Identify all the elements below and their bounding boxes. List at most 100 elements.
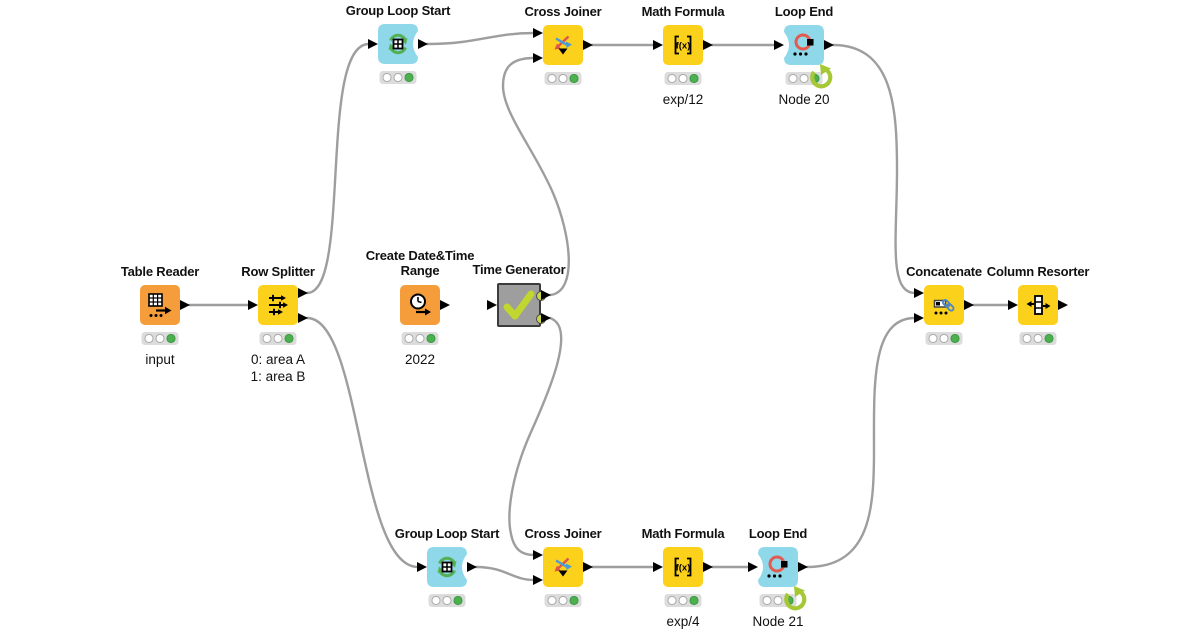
node-table-reader[interactable]: Table Reader input [121,264,199,367]
output-port-top[interactable] [541,289,551,300]
node-label: Cross Joiner [524,526,602,541]
status-traffic-light [428,594,466,607]
node-label: Table Reader [120,264,200,279]
connection-wire[interactable] [305,316,420,569]
status-light-red [1022,334,1032,343]
output-port[interactable] [440,299,450,310]
group-loop-icon [385,31,411,57]
node-annotation: 2022 [404,352,436,367]
connection-wire[interactable] [501,56,570,297]
output-port[interactable] [703,39,713,50]
output-port-bottom[interactable] [541,312,551,323]
node-annotation: 0: area A 1: area B [250,352,306,384]
node-column-resorter[interactable]: Column Resorter [987,264,1089,345]
node-label: Cross Joiner [524,4,602,19]
node-cross-joiner-bottom[interactable]: Cross Joiner [524,526,602,607]
status-traffic-light [141,332,179,345]
input-port[interactable] [248,299,258,310]
input-port[interactable] [417,561,427,572]
node-group-loop-start-bottom[interactable]: Group Loop Start [395,526,499,607]
check-icon [503,290,535,320]
node-concatenate[interactable]: Concatenate [906,264,982,345]
status-traffic-light [379,71,417,84]
node-label: Column Resorter [986,264,1090,279]
status-light-yellow [155,334,165,343]
input-port[interactable] [653,39,663,50]
output-port-top[interactable] [298,287,308,298]
status-light-green [569,74,579,83]
status-traffic-light [259,332,297,345]
node-annotation: exp/4 [666,614,700,629]
cross-joiner-icon [554,35,572,55]
node-label: Time Generator [472,262,566,277]
node-math-formula-top[interactable]: Math Formula f(x) exp/12 [642,4,725,107]
input-port-bottom[interactable] [533,52,543,63]
input-port-top[interactable] [533,549,543,560]
loop-rerun-icon[interactable] [807,64,834,91]
node-label: Math Formula [641,526,725,541]
status-light-green [689,596,699,605]
output-port[interactable] [798,561,808,572]
node-time-generator[interactable]: Time Generator [472,262,566,327]
connection-wire[interactable] [805,316,917,569]
status-light-red [667,596,677,605]
connection-wire[interactable] [508,316,563,557]
status-light-yellow [799,74,809,83]
status-light-yellow [939,334,949,343]
output-port[interactable] [824,39,834,50]
node-loop-end-bottom[interactable]: Loop End Node 21 [748,526,808,629]
node-annotation: Node 20 [778,92,830,107]
status-light-yellow [393,73,403,82]
node-cross-joiner-top[interactable]: Cross Joiner [524,4,602,85]
loop-rerun-icon[interactable] [781,586,808,613]
output-port[interactable] [964,299,974,310]
node-label: Loop End [774,4,834,19]
svg-text:f(x): f(x) [676,41,691,52]
status-light-red [262,334,272,343]
output-port[interactable] [1058,299,1068,310]
status-light-yellow [678,74,688,83]
status-light-green [426,334,436,343]
input-port-bottom[interactable] [533,574,543,585]
output-port[interactable] [467,561,477,572]
loop-end-icon [764,553,792,581]
output-port[interactable] [703,561,713,572]
status-light-green [404,73,414,82]
input-port[interactable] [368,38,378,49]
output-port[interactable] [180,299,190,310]
node-label: Loop End [748,526,808,541]
input-port-top[interactable] [914,287,924,298]
status-light-green [1044,334,1054,343]
node-math-formula-bottom[interactable]: Math Formula f(x) exp/4 [642,526,725,629]
status-light-green [950,334,960,343]
status-light-red [404,334,414,343]
connection-wire[interactable] [425,31,536,46]
node-label: Row Splitter [241,264,315,279]
node-group-loop-start-top[interactable]: Group Loop Start [346,3,450,84]
input-port-top[interactable] [533,27,543,38]
node-create-datetime-range[interactable]: Create Date&Time Range 2022 [366,248,475,367]
output-port[interactable] [583,561,593,572]
input-port[interactable] [1008,299,1018,310]
node-loop-end-top[interactable]: Loop End Node 20 [774,4,834,107]
output-port[interactable] [418,38,428,49]
connection-wire[interactable] [305,42,371,295]
input-port-bottom[interactable] [914,312,924,323]
status-light-red [382,73,392,82]
status-light-green [569,596,579,605]
status-light-yellow [415,334,425,343]
input-port[interactable] [487,299,497,310]
input-port[interactable] [748,561,758,572]
input-port[interactable] [774,39,784,50]
output-port[interactable] [583,39,593,50]
status-light-yellow [442,596,452,605]
status-light-yellow [773,596,783,605]
status-light-green [166,334,176,343]
status-traffic-light [1019,332,1057,345]
node-row-splitter[interactable]: Row Splitter 0: area A 1: area B [241,264,315,384]
concatenate-icon [933,299,955,315]
output-port-bottom[interactable] [298,312,308,323]
connection-wire[interactable] [831,43,917,295]
connection-wire[interactable] [474,565,536,582]
input-port[interactable] [653,561,663,572]
